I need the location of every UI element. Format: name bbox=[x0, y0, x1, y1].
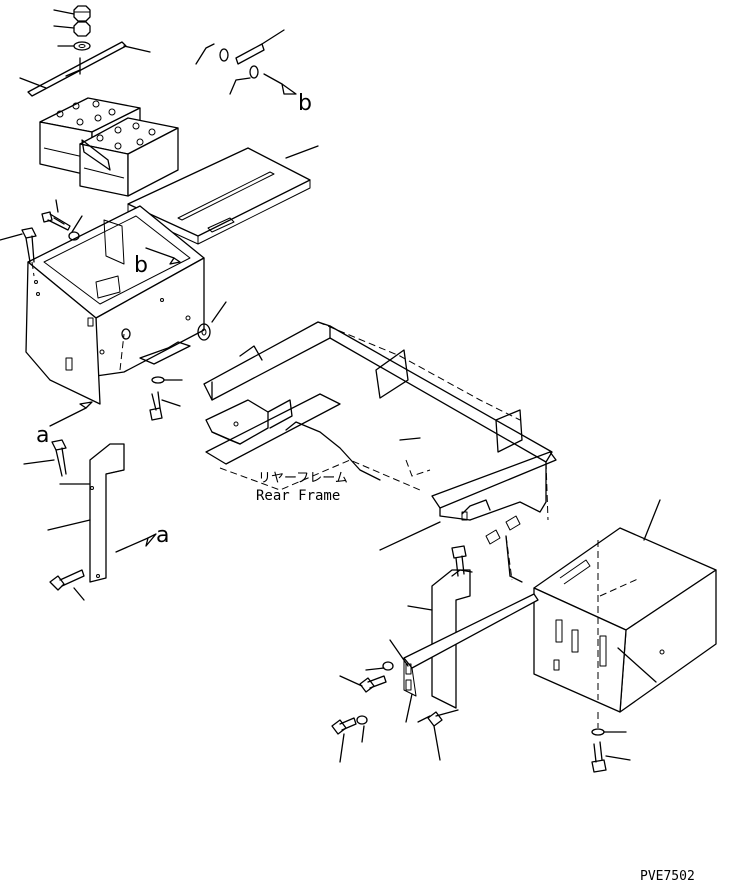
battery-cable-terminals bbox=[195, 29, 297, 95]
view-a-label-left: a bbox=[36, 423, 49, 448]
tool-box-bolts bbox=[331, 545, 631, 773]
lower-bolts bbox=[149, 376, 183, 421]
drawing-code: PVE7502 bbox=[640, 869, 695, 884]
view-a-arrow-left: a bbox=[36, 401, 93, 448]
view-b-label-top: b bbox=[298, 91, 312, 116]
rear-frame-label-jp: リヤーフレーム bbox=[258, 471, 348, 486]
battery-right bbox=[79, 117, 179, 197]
view-b-label-box: b bbox=[134, 253, 148, 278]
battery-box bbox=[25, 205, 227, 405]
view-b-arrow-top: b bbox=[298, 91, 312, 116]
side-cover-bracket: a bbox=[23, 439, 169, 601]
rear-frame-label-en: Rear Frame bbox=[256, 488, 340, 504]
view-a-label-right: a bbox=[156, 523, 169, 548]
rear-frame bbox=[203, 321, 557, 551]
battery-box-cover bbox=[127, 145, 319, 245]
tool-box bbox=[533, 499, 717, 713]
battery-hold-down-hardware bbox=[19, 5, 151, 97]
battery-box-bolts bbox=[0, 199, 83, 277]
tool-box-bracket bbox=[389, 535, 539, 723]
view-b-arrow-box: b bbox=[134, 247, 181, 278]
rear-frame-label: リヤーフレーム Rear Frame bbox=[256, 471, 348, 504]
